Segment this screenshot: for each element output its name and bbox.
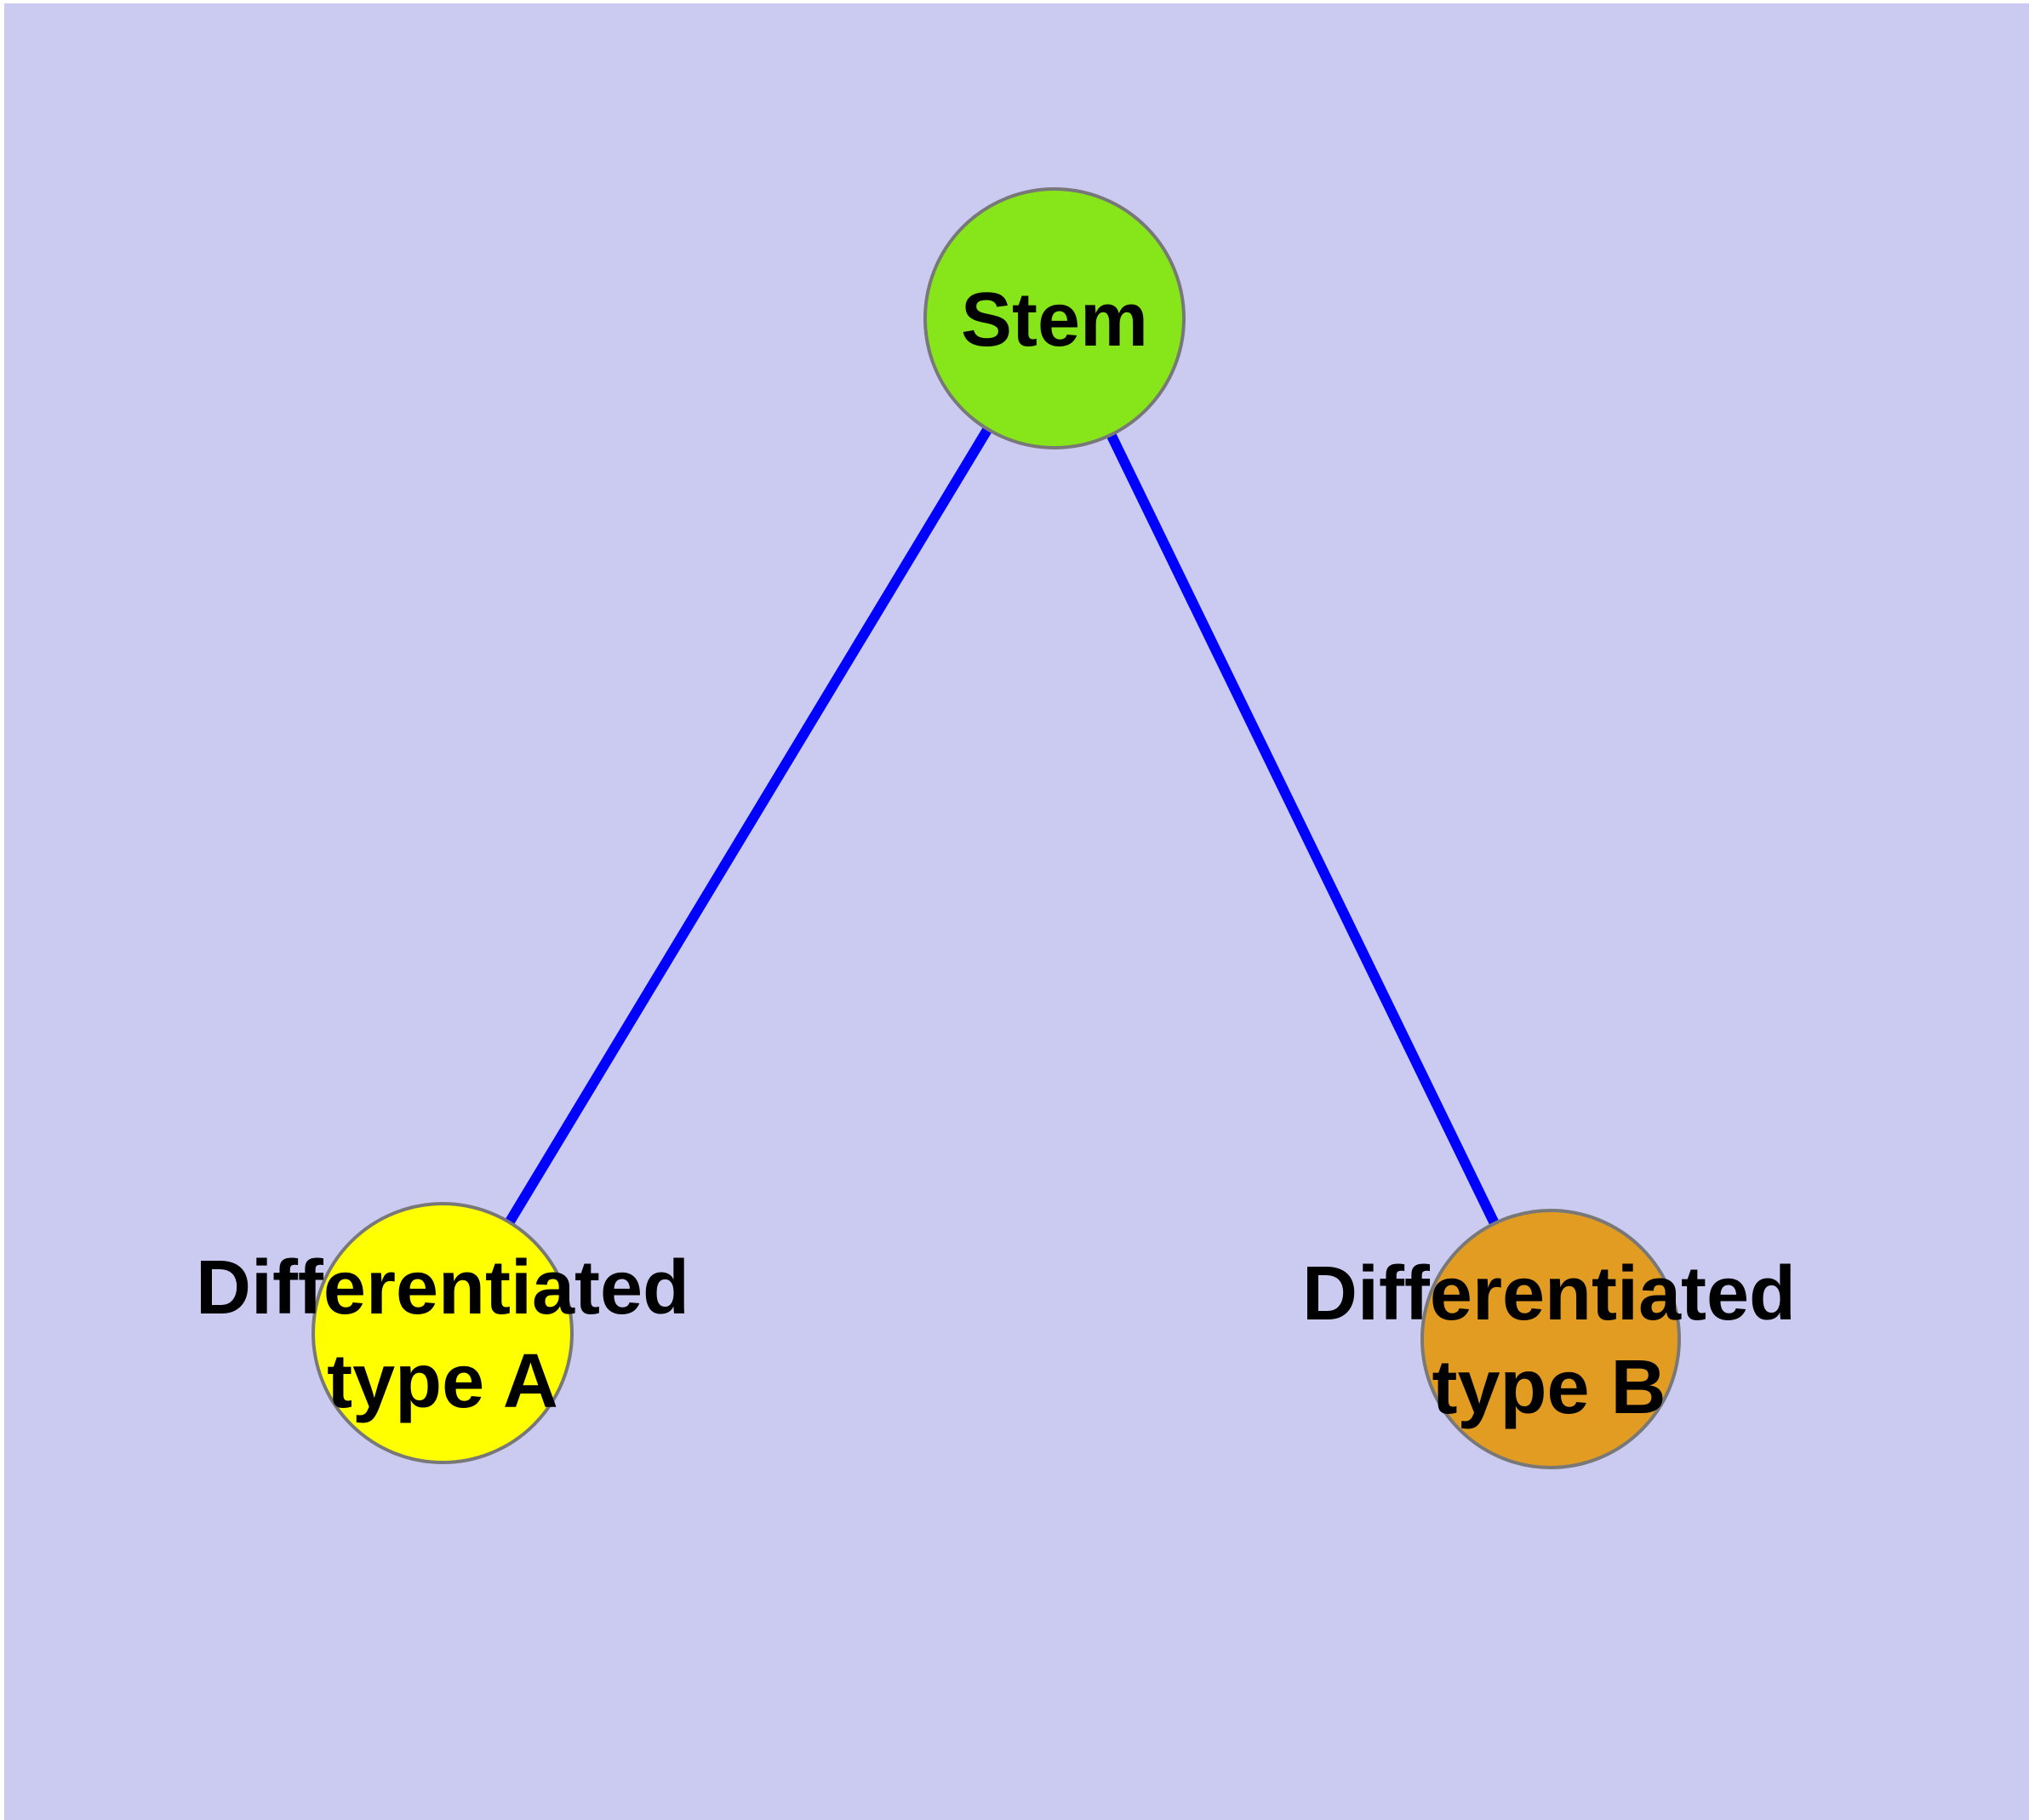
node-type-b-label-line2: type B (1432, 1345, 1666, 1430)
node-type-a-label-line2: type A (327, 1339, 558, 1424)
node-type-a-border (311, 1202, 574, 1464)
node-stem-border (923, 187, 1186, 449)
node-type-b-label-line1: Differentiated (1302, 1251, 1796, 1336)
node-type-b-circle (1422, 1210, 1679, 1468)
node-type-b-border (1420, 1209, 1681, 1469)
edge-stem-to-type-a (437, 315, 1060, 1336)
node-type-a-label-line1: Differentiated (196, 1245, 689, 1331)
node-stem-circle (925, 189, 1184, 448)
edge-stem-to-type-b (1049, 316, 1556, 1342)
node-stem-label: Stem (961, 278, 1148, 363)
node-type-a-circle (313, 1204, 572, 1462)
